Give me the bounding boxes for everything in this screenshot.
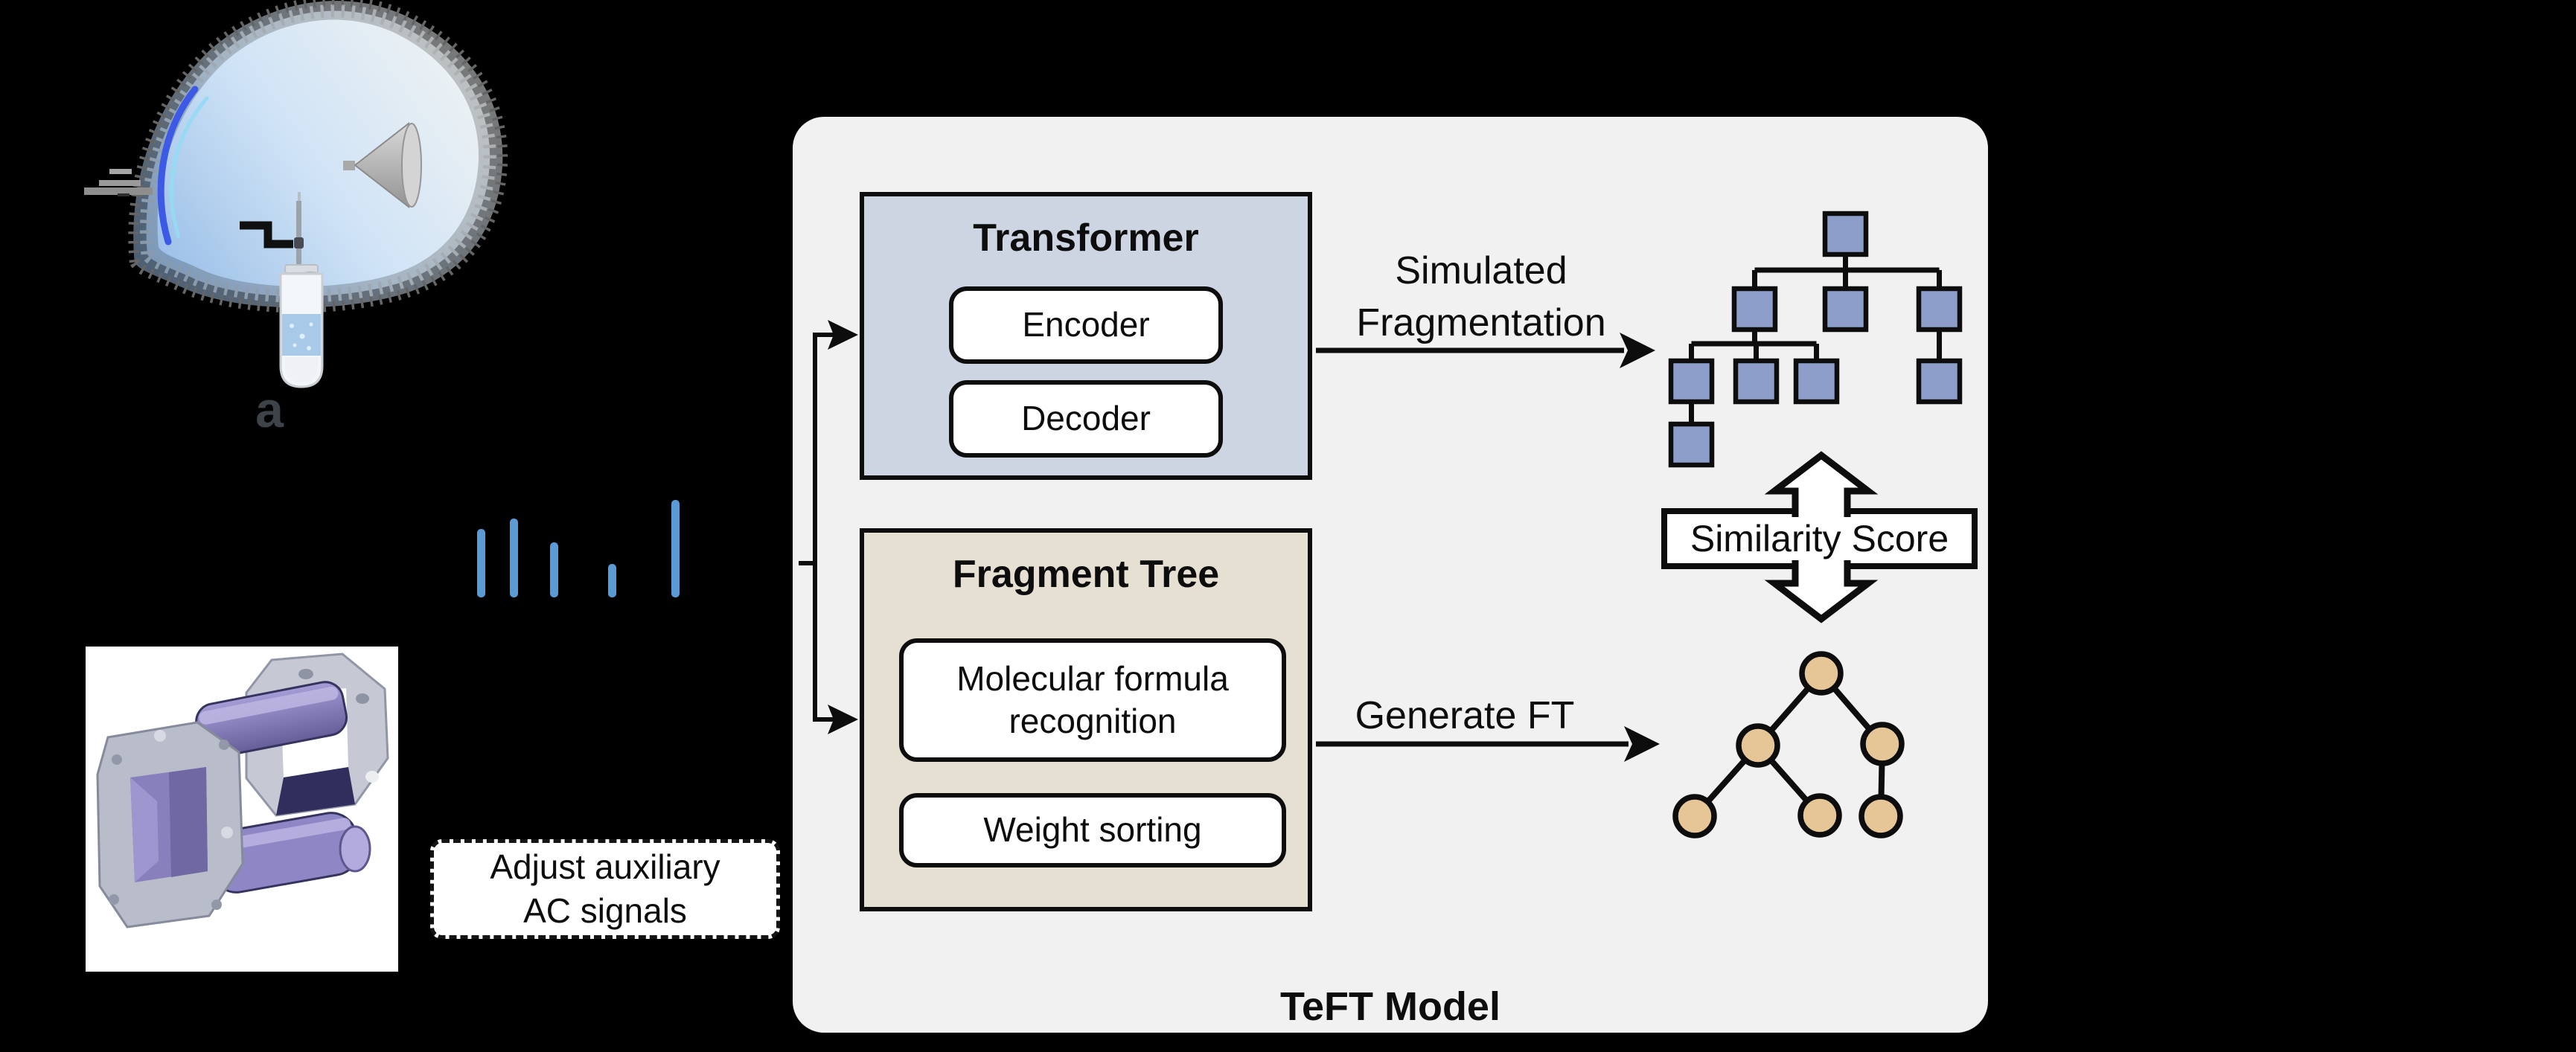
decoder-box: Decoder (949, 380, 1223, 458)
fragment-tree-title: Fragment Tree (952, 553, 1220, 596)
sub-figure-label: a (255, 382, 284, 438)
electrospray-plume-illustration (84, 1, 502, 388)
weight-sorting-label: Weight sorting (983, 810, 1202, 850)
transformer-title: Transformer (973, 217, 1199, 260)
similarity-score-label: Similarity Score (1690, 518, 1949, 559)
ion-optics-stack-icon (84, 169, 153, 196)
mfr-label-line1: Molecular formula (956, 658, 1229, 698)
adjust-label-line2: AC signals (523, 891, 687, 930)
adjust-auxiliary-ac-signals-box: Adjust auxiliary AC signals (430, 839, 780, 939)
holder-bracket (240, 221, 293, 248)
mass-spectrum-bars (477, 500, 680, 597)
encoder-box: Encoder (949, 286, 1223, 364)
mfr-label-line2: recognition (1009, 702, 1177, 740)
capillary-needle (294, 192, 304, 272)
simulated-fragmentation-label: Simulated Fragmentation (1356, 249, 1606, 344)
weight-sorting-box: Weight sorting (899, 793, 1286, 867)
sample-vial-icon (279, 264, 324, 388)
encoder-label: Encoder (1022, 305, 1150, 344)
sampling-cone-icon (343, 121, 422, 209)
adjust-label-line1: Adjust auxiliary (490, 847, 720, 887)
generate-ft-label: Generate FT (1355, 694, 1575, 737)
spray-cyan-edge (170, 96, 209, 239)
teft-model-caption: TeFT Model (1280, 984, 1500, 1029)
spray-blue-edge (157, 86, 199, 246)
molecular-formula-recognition-box: Molecular formula recognition (899, 638, 1286, 762)
decoder-label: Decoder (1021, 399, 1151, 438)
ion-trap-device-image (86, 647, 398, 972)
